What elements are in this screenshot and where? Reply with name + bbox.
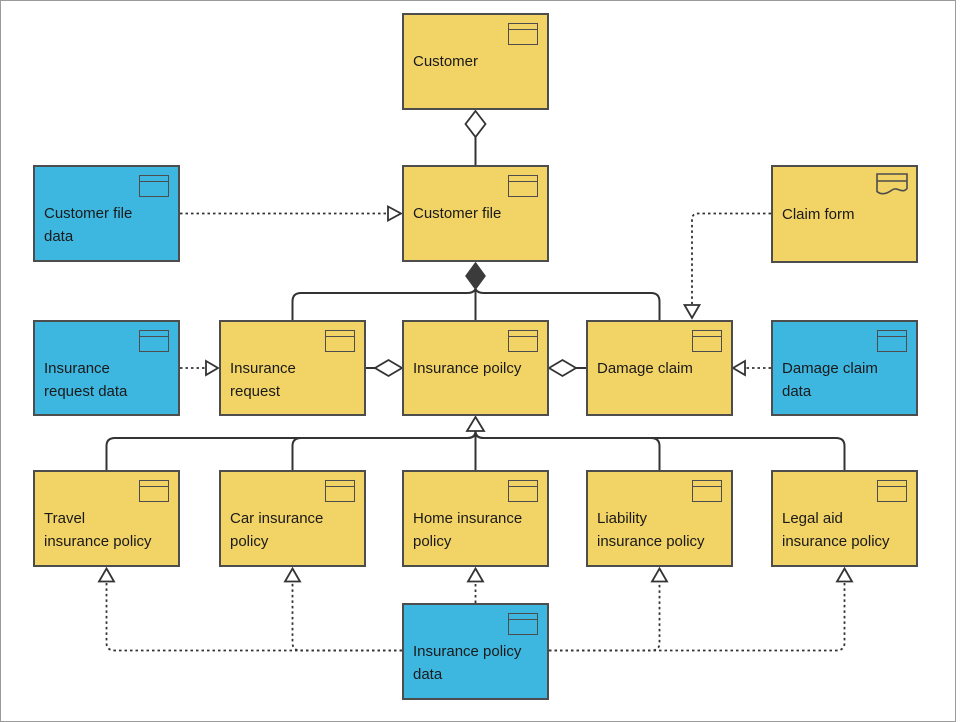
data-object-icon — [877, 330, 907, 352]
business-object-icon — [508, 175, 538, 197]
aggregation-insurance-poilcy-damage-claim[interactable] — [547, 358, 586, 378]
realization-claim-form-damage-claim[interactable] — [682, 212, 772, 320]
business-object-icon — [325, 480, 355, 502]
data-object-icon — [139, 330, 169, 352]
representation-icon — [876, 173, 908, 204]
composition-customer-file-children[interactable] — [291, 261, 661, 320]
node-customer[interactable]: Customer — [402, 13, 549, 110]
node-claim-form[interactable]: Claim form — [771, 165, 918, 263]
realization-damage-claim-data-damage-claim[interactable] — [731, 359, 771, 377]
node-label: Customer file — [413, 205, 502, 222]
business-object-icon — [877, 480, 907, 502]
node-damage-claim[interactable]: Damage claim — [586, 320, 733, 416]
business-object-icon — [508, 330, 538, 352]
aggregation-insurance-poilcy-insurance-request[interactable] — [366, 358, 404, 378]
realization-customer-file-data-customer-file[interactable] — [180, 204, 403, 223]
business-object-icon — [139, 480, 169, 502]
business-object-icon — [508, 480, 538, 502]
specialization-policies-insurance-poilcy[interactable] — [105, 415, 846, 470]
business-object-icon — [508, 23, 538, 45]
node-label: Claim form — [782, 205, 855, 223]
node-customer-file[interactable]: Customer file — [402, 165, 549, 262]
node-label: Customer — [413, 53, 479, 70]
realization-insurance-policy-data-policies[interactable] — [97, 566, 854, 652]
data-object-icon — [139, 175, 169, 197]
node-label: Damage claim — [597, 359, 693, 377]
node-insurance-poilcy[interactable]: Insurance poilcy — [402, 320, 549, 416]
data-object-icon — [508, 613, 538, 635]
business-object-icon — [692, 330, 722, 352]
business-object-icon — [692, 480, 722, 502]
node-label: Insurance poilcy — [413, 359, 522, 377]
realization-insurance-request-data-insurance-request[interactable] — [180, 359, 220, 377]
aggregation-customer-customer-file[interactable] — [464, 109, 487, 165]
business-object-icon — [325, 330, 355, 352]
